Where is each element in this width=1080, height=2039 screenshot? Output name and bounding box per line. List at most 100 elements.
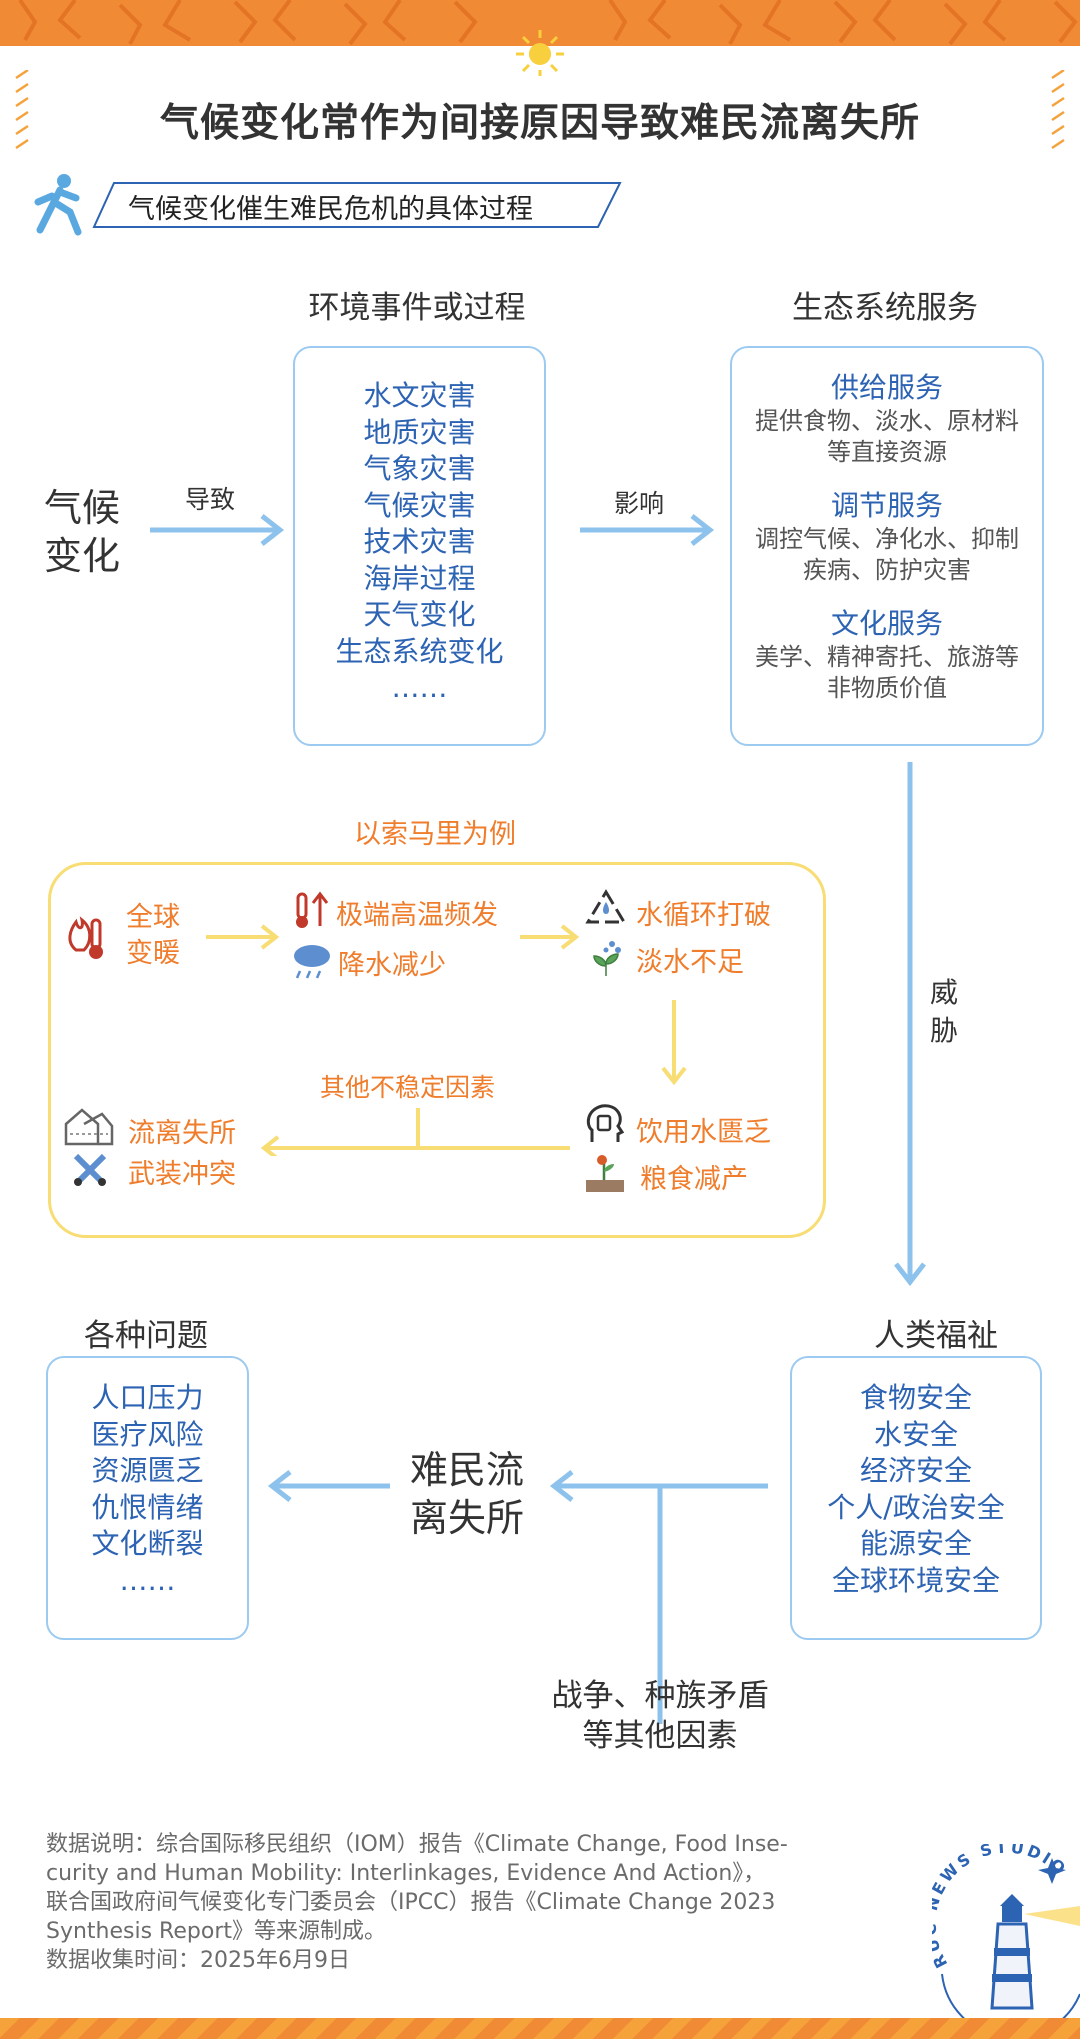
arrow-cause (150, 514, 285, 546)
arrow-to-problems (267, 1470, 390, 1502)
arrow-label-threaten: 威 胁 (930, 974, 958, 1050)
fresh-water-label: 淡水不足 (636, 947, 744, 978)
warming-node: 全球 变暖 (126, 900, 180, 972)
welfare-header: 人类福祉 (874, 1318, 998, 1354)
env-item: …… (391, 671, 448, 704)
yellow-arrow-1 (206, 924, 280, 950)
env-item: 海岸过程 (363, 561, 476, 595)
eco-header: 生态系统服务 (792, 290, 978, 326)
climate-change-node: 气候 变化 (44, 484, 120, 580)
climate-change-line: 变化 (44, 534, 121, 578)
eco-group-line: 非物质价值 (827, 674, 947, 702)
problems-box: 人口压力 医疗风险 资源匮乏 仇恨情绪 文化断裂 …… (46, 1356, 249, 1640)
problem-item: 文化断裂 (91, 1527, 204, 1560)
yellow-arrow-back (260, 1108, 570, 1156)
less-rain-label: 降水减少 (338, 950, 446, 981)
problems-header: 各种问题 (84, 1318, 208, 1354)
refugee-line: 难民流 (410, 1448, 525, 1492)
crop-soil-icon (586, 1155, 624, 1192)
source-line: 数据说明：综合国际移民组织（IOM）报告《Climate Change, Foo… (46, 1832, 788, 1857)
yellow-arrow-2 (520, 924, 580, 950)
other-factors: 战争、种族矛盾 等其他因素 (500, 1676, 820, 1756)
food-decrease-label: 粮食减产 (640, 1164, 748, 1195)
somalia-title: 以索马里为例 (354, 819, 516, 850)
source-line: Synthesis Report》等来源制成。 (46, 1919, 386, 1944)
thermometer-fire-icon (68, 916, 103, 959)
welfare-item: 个人/政治安全 (827, 1490, 1005, 1524)
damaged-house-icon (64, 1108, 114, 1146)
threaten-char: 威 (930, 976, 959, 1009)
warming-line: 全球 (126, 902, 180, 933)
env-events-box: 水文灾害 地质灾害 气象灾害 气候灾害 技术灾害 海岸过程 天气变化 生态系统变… (293, 346, 546, 746)
sun-icon (516, 30, 564, 76)
welfare-item: 经济安全 (859, 1454, 972, 1487)
warming-line: 变暖 (126, 938, 180, 969)
water-cycle-label: 水循环打破 (636, 900, 771, 931)
arrow-label-cause: 导致 (185, 485, 236, 514)
recycle-icon (585, 889, 627, 924)
env-item: 气候灾害 (363, 488, 476, 522)
source-line: 联合国政府间气候变化专门委员会（IPCC）报告《Climate Change 2… (46, 1890, 776, 1915)
problem-item: 人口压力 (91, 1381, 204, 1414)
welfare-box: 食物安全 水安全 经济安全 个人/政治安全 能源安全 全球环境安全 (790, 1356, 1042, 1640)
band-pattern (18, 0, 1078, 46)
eco-group-line: 提供食物、淡水、原材料 (755, 407, 1019, 435)
env-item: 水文灾害 (363, 379, 476, 412)
displaced-label: 流离失所 (128, 1118, 236, 1149)
bottom-decorative-band (0, 2018, 1080, 2039)
welfare-item: 水安全 (873, 1417, 958, 1451)
problem-item: 医疗风险 (91, 1417, 204, 1451)
extreme-heat-label: 极端高温频发 (336, 900, 498, 931)
env-item: 天气变化 (363, 598, 476, 631)
env-item: 地质灾害 (363, 415, 476, 449)
arrow-to-refugee (549, 1470, 768, 1724)
env-item: 技术灾害 (363, 525, 476, 558)
arrow-threaten (894, 762, 926, 1287)
climate-change-line: 气候 (44, 486, 121, 530)
eco-group-line: 美学、精神寄托、旅游等 (755, 643, 1019, 671)
problem-item: 资源匮乏 (91, 1454, 204, 1487)
running-person-icon (34, 174, 82, 236)
welfare-item: 能源安全 (859, 1527, 972, 1560)
subtitle-frame (92, 182, 622, 228)
studio-logo: RUC NEWS STUDIO (932, 1844, 1080, 2018)
welfare-item: 全球环境安全 (831, 1563, 1000, 1597)
refugee-line: 离失所 (410, 1496, 525, 1540)
eco-group-line: 等直接资源 (827, 438, 947, 466)
page-title: 气候变化常作为间接原因导致难民流离失所 (159, 101, 920, 146)
conflict-label: 武装冲突 (128, 1159, 236, 1190)
eco-group-title: 调节服务 (830, 489, 943, 522)
somalia-example-box (48, 862, 826, 1238)
env-header: 环境事件或过程 (308, 290, 526, 326)
head-water-icon (586, 1104, 625, 1142)
env-item: 气象灾害 (363, 452, 476, 485)
drinking-water-label: 饮用水匮乏 (636, 1117, 771, 1148)
crossed-swords-icon (73, 1153, 107, 1187)
eco-group-line: 疾病、防护灾害 (803, 556, 971, 584)
other-factors-line: 战争、种族矛盾 (551, 1678, 769, 1714)
source-line: 数据收集时间：2025年6月9日 (46, 1948, 350, 1973)
env-item: 生态系统变化 (335, 634, 504, 668)
right-hatch-decoration (1051, 70, 1065, 150)
eco-services-box: 供给服务 提供食物、淡水、原材料 等直接资源 调节服务 调控气候、净化水、抑制 … (730, 346, 1044, 746)
rain-cloud-icon (294, 945, 330, 979)
threaten-char: 胁 (930, 1014, 959, 1047)
thermometer-up-icon (296, 891, 329, 928)
source-note: 数据说明：综合国际移民组织（IOM）报告《Climate Change, Foo… (46, 1830, 846, 1975)
eco-group-title: 供给服务 (830, 371, 943, 404)
arrow-label-affect: 影响 (614, 489, 665, 518)
left-hatch-decoration (15, 70, 29, 150)
welfare-item: 食物安全 (859, 1381, 972, 1414)
yellow-arrow-down (661, 1000, 687, 1086)
eco-group-line: 调控气候、净化水、抑制 (755, 525, 1019, 553)
problem-item: …… (119, 1563, 176, 1597)
seedling-icon (593, 941, 621, 976)
eco-group-title: 文化服务 (830, 607, 943, 640)
instability-label: 其他不稳定因素 (320, 1073, 496, 1102)
problem-item: 仇恨情绪 (91, 1490, 204, 1524)
arrow-affect (580, 514, 715, 546)
refugee-node: 难民流 离失所 (410, 1446, 524, 1542)
subtitle: 气候变化催生难民危机的具体过程 (128, 194, 533, 225)
source-line: curity and Human Mobility: Interlinkages… (46, 1861, 766, 1886)
other-factors-line: 等其他因素 (582, 1718, 738, 1754)
